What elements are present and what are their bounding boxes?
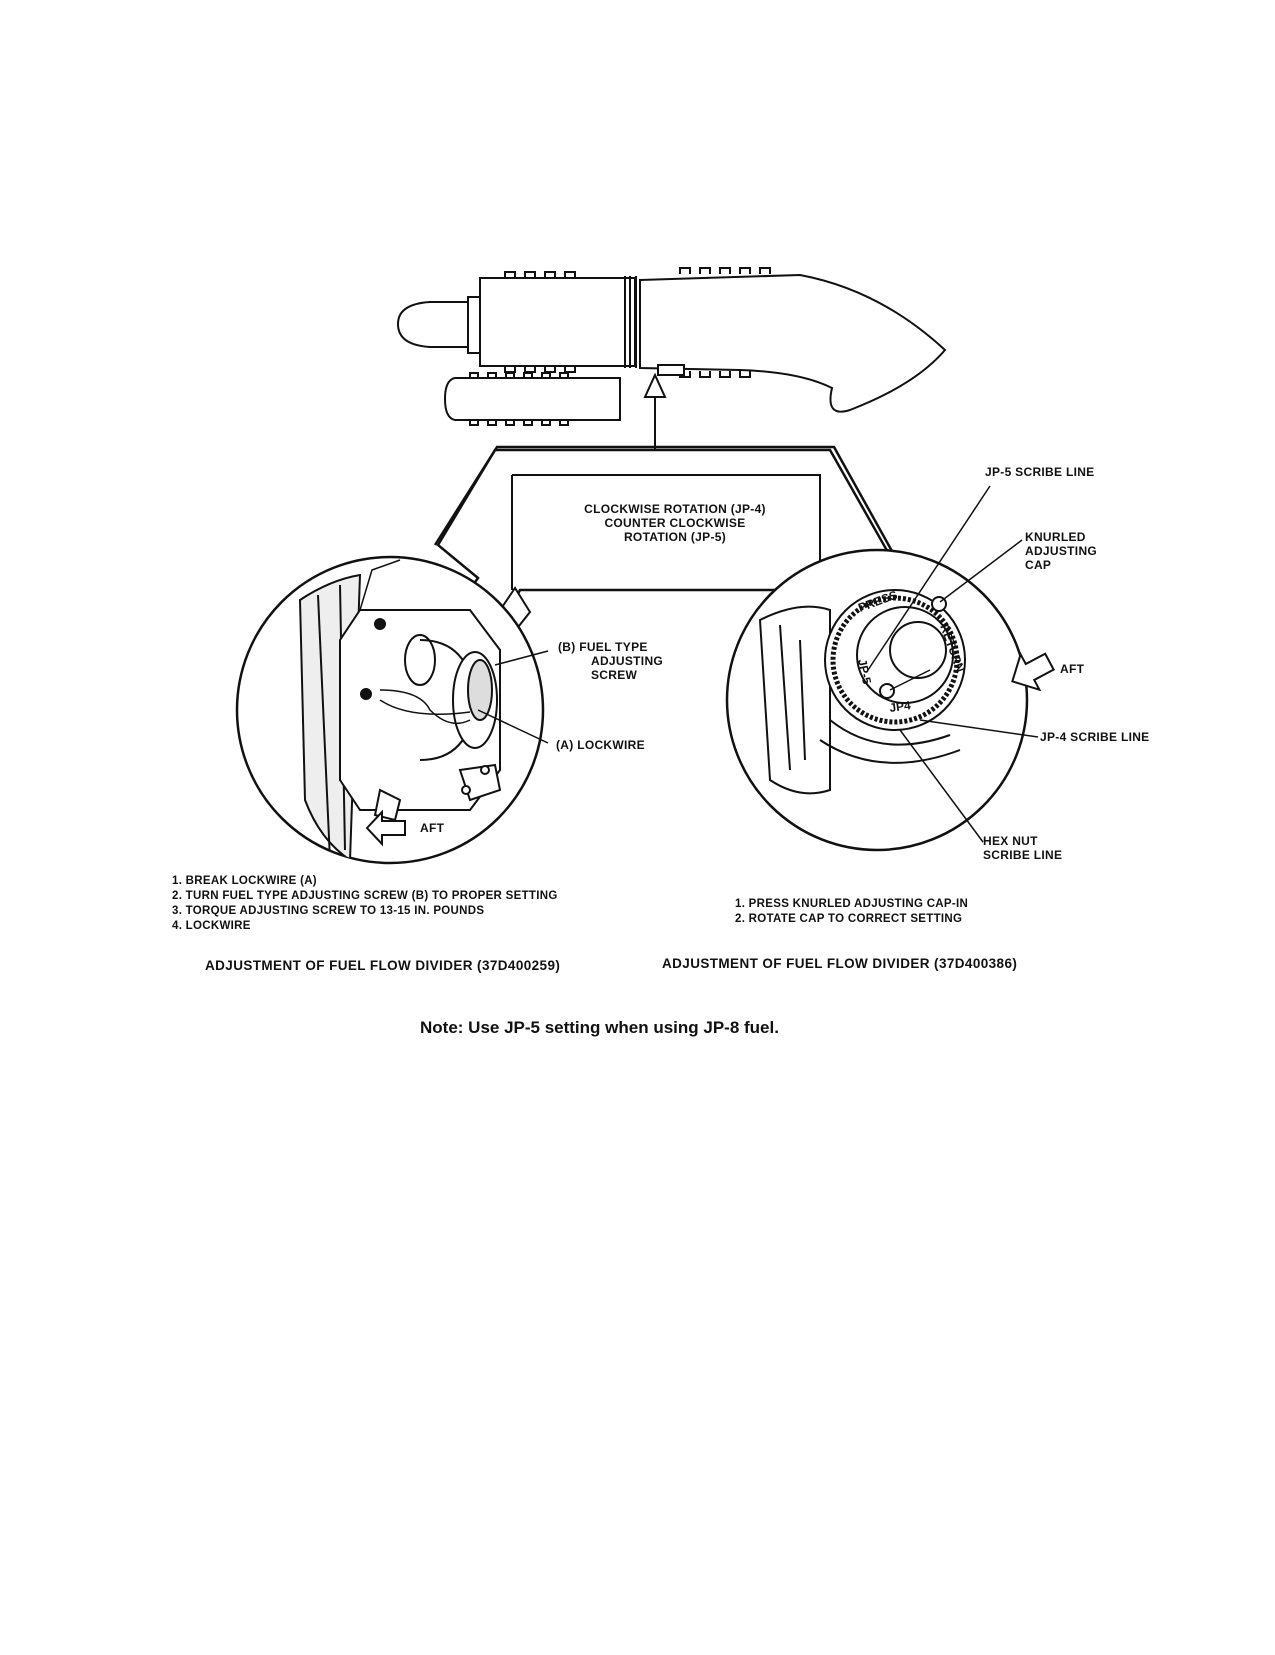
knurled-line-1: KNURLED — [1025, 530, 1086, 544]
knurled-line-3: CAP — [1025, 558, 1052, 572]
dial-jp4-text: JP4 — [888, 698, 911, 715]
leader-hex-scribe — [899, 729, 984, 843]
fuel-type-screw-line-2: ADJUSTING — [591, 654, 664, 668]
leader-fuel-screw — [494, 650, 549, 666]
lockwire-label: (A) LOCKWIRE — [556, 738, 645, 752]
right-caption: ADJUSTMENT OF FUEL FLOW DIVIDER (37D4003… — [662, 956, 1018, 971]
hex-line-1: HEX NUT — [983, 834, 1038, 848]
list-item: 1. PRESS KNURLED ADJUSTING CAP-IN — [735, 898, 969, 910]
fuel-note: Note: Use JP-5 setting when using JP-8 f… — [420, 1018, 779, 1037]
list-item: 2. ROTATE CAP TO CORRECT SETTING — [735, 913, 963, 925]
list-item: 3. TORQUE ADJUSTING SCREW TO 13-15 IN. P… — [172, 905, 485, 917]
left-detail-view — [235, 555, 549, 865]
fuel-type-screw-line-3: SCREW — [591, 668, 638, 682]
fuel-type-screw-label: (B) FUEL TYPE ADJUSTING SCREW — [558, 640, 663, 682]
left-caption: ADJUSTMENT OF FUEL FLOW DIVIDER (37D4002… — [205, 958, 561, 973]
aft-label-right: AFT — [1060, 662, 1085, 676]
hex-line-2: SCRIBE LINE — [983, 848, 1063, 862]
right-steps-list: 1. PRESS KNURLED ADJUSTING CAP-IN 2. ROT… — [735, 897, 968, 927]
hex-nut-scribe-label: HEX NUT SCRIBE LINE — [983, 834, 1062, 862]
list-item: 4. LOCKWIRE — [172, 920, 251, 932]
leader-lockwire — [477, 709, 549, 744]
knurled-cap-label: KNURLED ADJUSTING CAP — [1025, 530, 1097, 572]
rotation-line-1: CLOCKWISE ROTATION (JP-4) — [584, 502, 766, 516]
leader-jp4-scribe — [919, 719, 1039, 738]
jp4-scribe-label: JP-4 SCRIBE LINE — [1040, 730, 1150, 744]
jp5-scribe-label: JP-5 SCRIBE LINE — [985, 465, 1095, 479]
aft-label-left: AFT — [420, 821, 445, 835]
list-item: 2. TURN FUEL TYPE ADJUSTING SCREW (B) TO… — [172, 890, 558, 902]
leader-jp5-scribe — [867, 485, 991, 671]
pointer-arrow — [643, 372, 667, 450]
rotation-line-3: ROTATION (JP-5) — [623, 530, 727, 544]
fuel-type-screw-line-1: (B) FUEL TYPE — [558, 640, 648, 654]
fuel-flow-divider-body — [396, 267, 947, 426]
rotation-instructions: CLOCKWISE ROTATION (JP-4) COUNTER CLOCKW… — [535, 502, 815, 544]
left-steps-list: 1. BREAK LOCKWIRE (A) 2. TURN FUEL TYPE … — [172, 874, 558, 934]
dial-jp5-text: JP-5 — [855, 658, 874, 686]
knurled-line-2: ADJUSTING — [1025, 544, 1098, 558]
leader-knurled-cap — [939, 539, 1023, 603]
list-item: 1. BREAK LOCKWIRE (A) — [172, 875, 317, 887]
right-detail-view: PRESS RETURN JP-5 JP4 — [725, 485, 1056, 852]
rotation-line-2: COUNTER CLOCKWISE — [604, 516, 746, 530]
